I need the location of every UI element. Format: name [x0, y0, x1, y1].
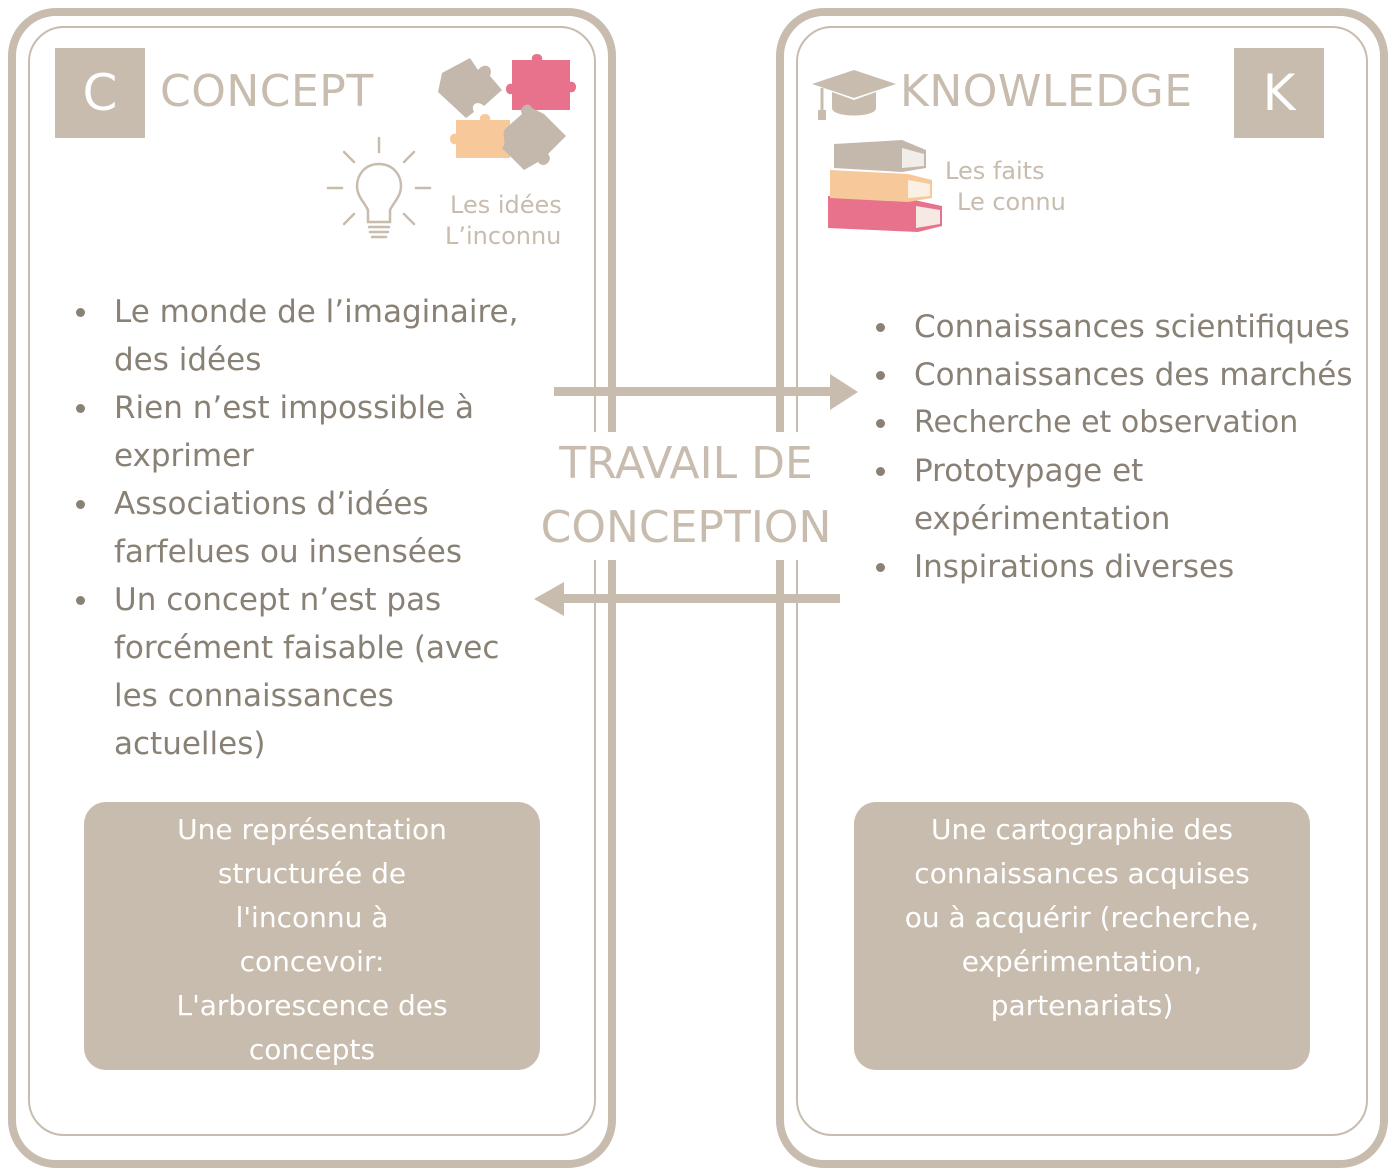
- knowledge-title: KNOWLEDGE: [900, 66, 1193, 117]
- knowledge-caption-line2: Le connu: [957, 188, 1066, 216]
- center-label-line1: TRAVAIL DE: [559, 438, 813, 489]
- concept-panel-inner-border: [28, 26, 596, 1136]
- knowledge-summary-box: Une cartographie des connaissances acqui…: [854, 802, 1310, 1070]
- concept-summary-text: Une représentation structurée de l'incon…: [176, 813, 448, 1066]
- puzzle-icon: [438, 54, 576, 170]
- knowledge-letter-badge: K: [1234, 48, 1324, 138]
- concept-caption-line2: L’inconnu: [445, 222, 562, 250]
- concept-letter-badge: C: [55, 48, 145, 138]
- list-item: Connaissances des marchés: [876, 351, 1356, 399]
- concept-summary-box: Une représentation structurée de l'incon…: [84, 802, 540, 1070]
- list-item: Connaissances scientifiques: [876, 303, 1356, 351]
- list-item: Inspirations diverses: [876, 543, 1356, 591]
- knowledge-caption: Les faits Le connu: [945, 156, 1066, 218]
- knowledge-summary-text: Une cartographie des connaissances acqui…: [904, 813, 1260, 1022]
- list-item: Prototypage et expérimentation: [876, 447, 1356, 543]
- lightbulb-icon: [326, 136, 432, 239]
- arrow-left-icon: [534, 582, 840, 616]
- concept-title: CONCEPT: [160, 66, 374, 117]
- arrow-right-icon: [554, 374, 858, 410]
- concept-caption: Les idées L’inconnu: [445, 190, 562, 252]
- center-label-line2: CONCEPTION: [540, 502, 832, 553]
- list-item: Un concept n’est pas forcément faisable …: [76, 576, 546, 768]
- list-item: Le monde de l’imaginaire, des idées: [76, 288, 546, 384]
- knowledge-panel-inner-border: [796, 26, 1368, 1136]
- graduation-cap-icon: [812, 70, 896, 120]
- knowledge-caption-line1: Les faits: [945, 157, 1045, 185]
- center-label: TRAVAIL DE CONCEPTION: [516, 432, 856, 560]
- concept-caption-line1: Les idées: [450, 191, 562, 219]
- books-icon: [828, 140, 942, 232]
- concept-bullet-list: Le monde de l’imaginaire, des idées Rien…: [76, 288, 546, 768]
- list-item: Associations d’idées farfelues ou insens…: [76, 480, 546, 576]
- knowledge-bullet-list: Connaissances scientifiques Connaissance…: [876, 303, 1356, 591]
- list-item: Recherche et observation: [876, 399, 1356, 447]
- list-item: Rien n’est impossible à exprimer: [76, 384, 546, 480]
